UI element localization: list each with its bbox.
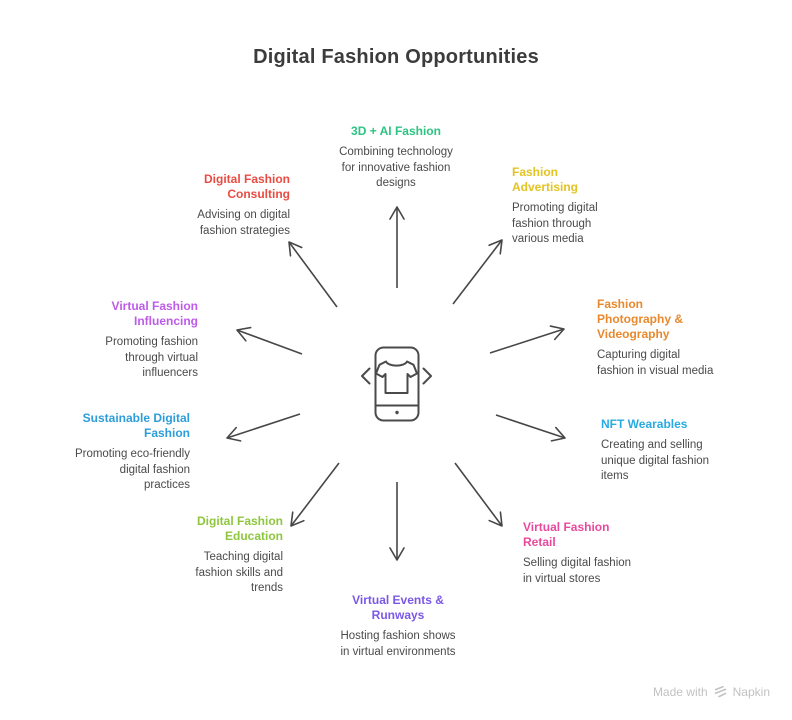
opportunity-virtual-fashion-retail: Virtual Fashion Retail Selling digital f… [523, 520, 653, 587]
opportunity-description: Promoting fashion through virtual influe… [105, 336, 198, 379]
napkin-brand-label: Napkin [732, 685, 770, 699]
opportunity-description: Advising on digital fashion strategies [197, 209, 290, 237]
opportunity-nft-wearables: NFT Wearables Creating and selling uniqu… [601, 417, 731, 485]
opportunity-title: 3D + AI Fashion [351, 124, 441, 138]
opportunity-digital-fashion-education: Digital Fashion Education Teaching digit… [143, 514, 283, 597]
opportunity-sustainable-digital-fashion: Sustainable Digital Fashion Promoting ec… [40, 411, 190, 494]
opportunity-description: Promoting digital fashion through variou… [512, 202, 598, 245]
opportunity-description: Hosting fashion shows in virtual environ… [340, 630, 456, 658]
opportunity-3d-ai-fashion: 3D + AI Fashion Combining technology for… [316, 124, 476, 192]
napkin-logo-icon [714, 686, 726, 698]
opportunity-title: Fashion Advertising [512, 165, 579, 194]
arrow-to-digital-fashion-consulting [288, 241, 338, 308]
opportunity-virtual-fashion-influencing: Virtual Fashion Influencing Promoting fa… [58, 299, 198, 382]
tshirt-icon [375, 360, 418, 394]
opportunity-title: Sustainable Digital Fashion [82, 411, 190, 440]
arrow-to-fashion-photography [489, 325, 565, 354]
opportunity-fashion-photography-videography: Fashion Photography & Videography Captur… [597, 297, 727, 379]
home-button-dot [395, 410, 399, 415]
opportunity-title: Fashion Photography & Videography [597, 297, 683, 341]
chevron-right-icon [422, 367, 432, 385]
arrow-to-virtual-fashion-influencing [236, 326, 303, 355]
opportunity-description: Creating and selling unique digital fash… [601, 439, 710, 482]
opportunity-digital-fashion-consulting: Digital Fashion Consulting Advising on d… [150, 172, 290, 239]
opportunity-description: Promoting eco-friendly digital fashion p… [74, 448, 190, 491]
smartphone-tshirt-code-icon [361, 346, 432, 422]
opportunity-virtual-events-runways: Virtual Events & Runways Hosting fashion… [318, 593, 478, 660]
opportunity-description: Teaching digital fashion skills and tren… [195, 551, 283, 594]
arrow-to-sustainable-digital-fashion [226, 413, 301, 442]
chevron-left-icon [361, 367, 371, 385]
opportunity-description: Capturing digital fashion in visual medi… [597, 349, 714, 377]
page-title: Digital Fashion Opportunities [253, 46, 539, 68]
opportunity-description: Selling digital fashion in virtual store… [523, 557, 632, 585]
arrow-to-virtual-fashion-retail [454, 462, 503, 527]
arrow-to-fashion-advertising [452, 239, 503, 305]
opportunity-title: NFT Wearables [601, 417, 688, 431]
arrow-to-digital-fashion-education [290, 462, 340, 527]
opportunity-fashion-advertising: Fashion Advertising Promoting digital fa… [512, 165, 632, 248]
opportunity-title: Digital Fashion Consulting [203, 172, 290, 201]
opportunity-title: Virtual Fashion Influencing [111, 299, 198, 328]
made-with-label: Made with [652, 685, 708, 699]
arrow-to-nft-wearables [495, 414, 566, 442]
opportunity-title: Virtual Fashion Retail [523, 520, 610, 549]
opportunity-title: Digital Fashion Education [196, 514, 283, 543]
napkin-credit-link[interactable]: Made with Napkin [653, 684, 770, 700]
opportunity-description: Combining technology for innovative fash… [339, 146, 453, 189]
opportunity-title: Virtual Events & Runways [352, 593, 444, 622]
